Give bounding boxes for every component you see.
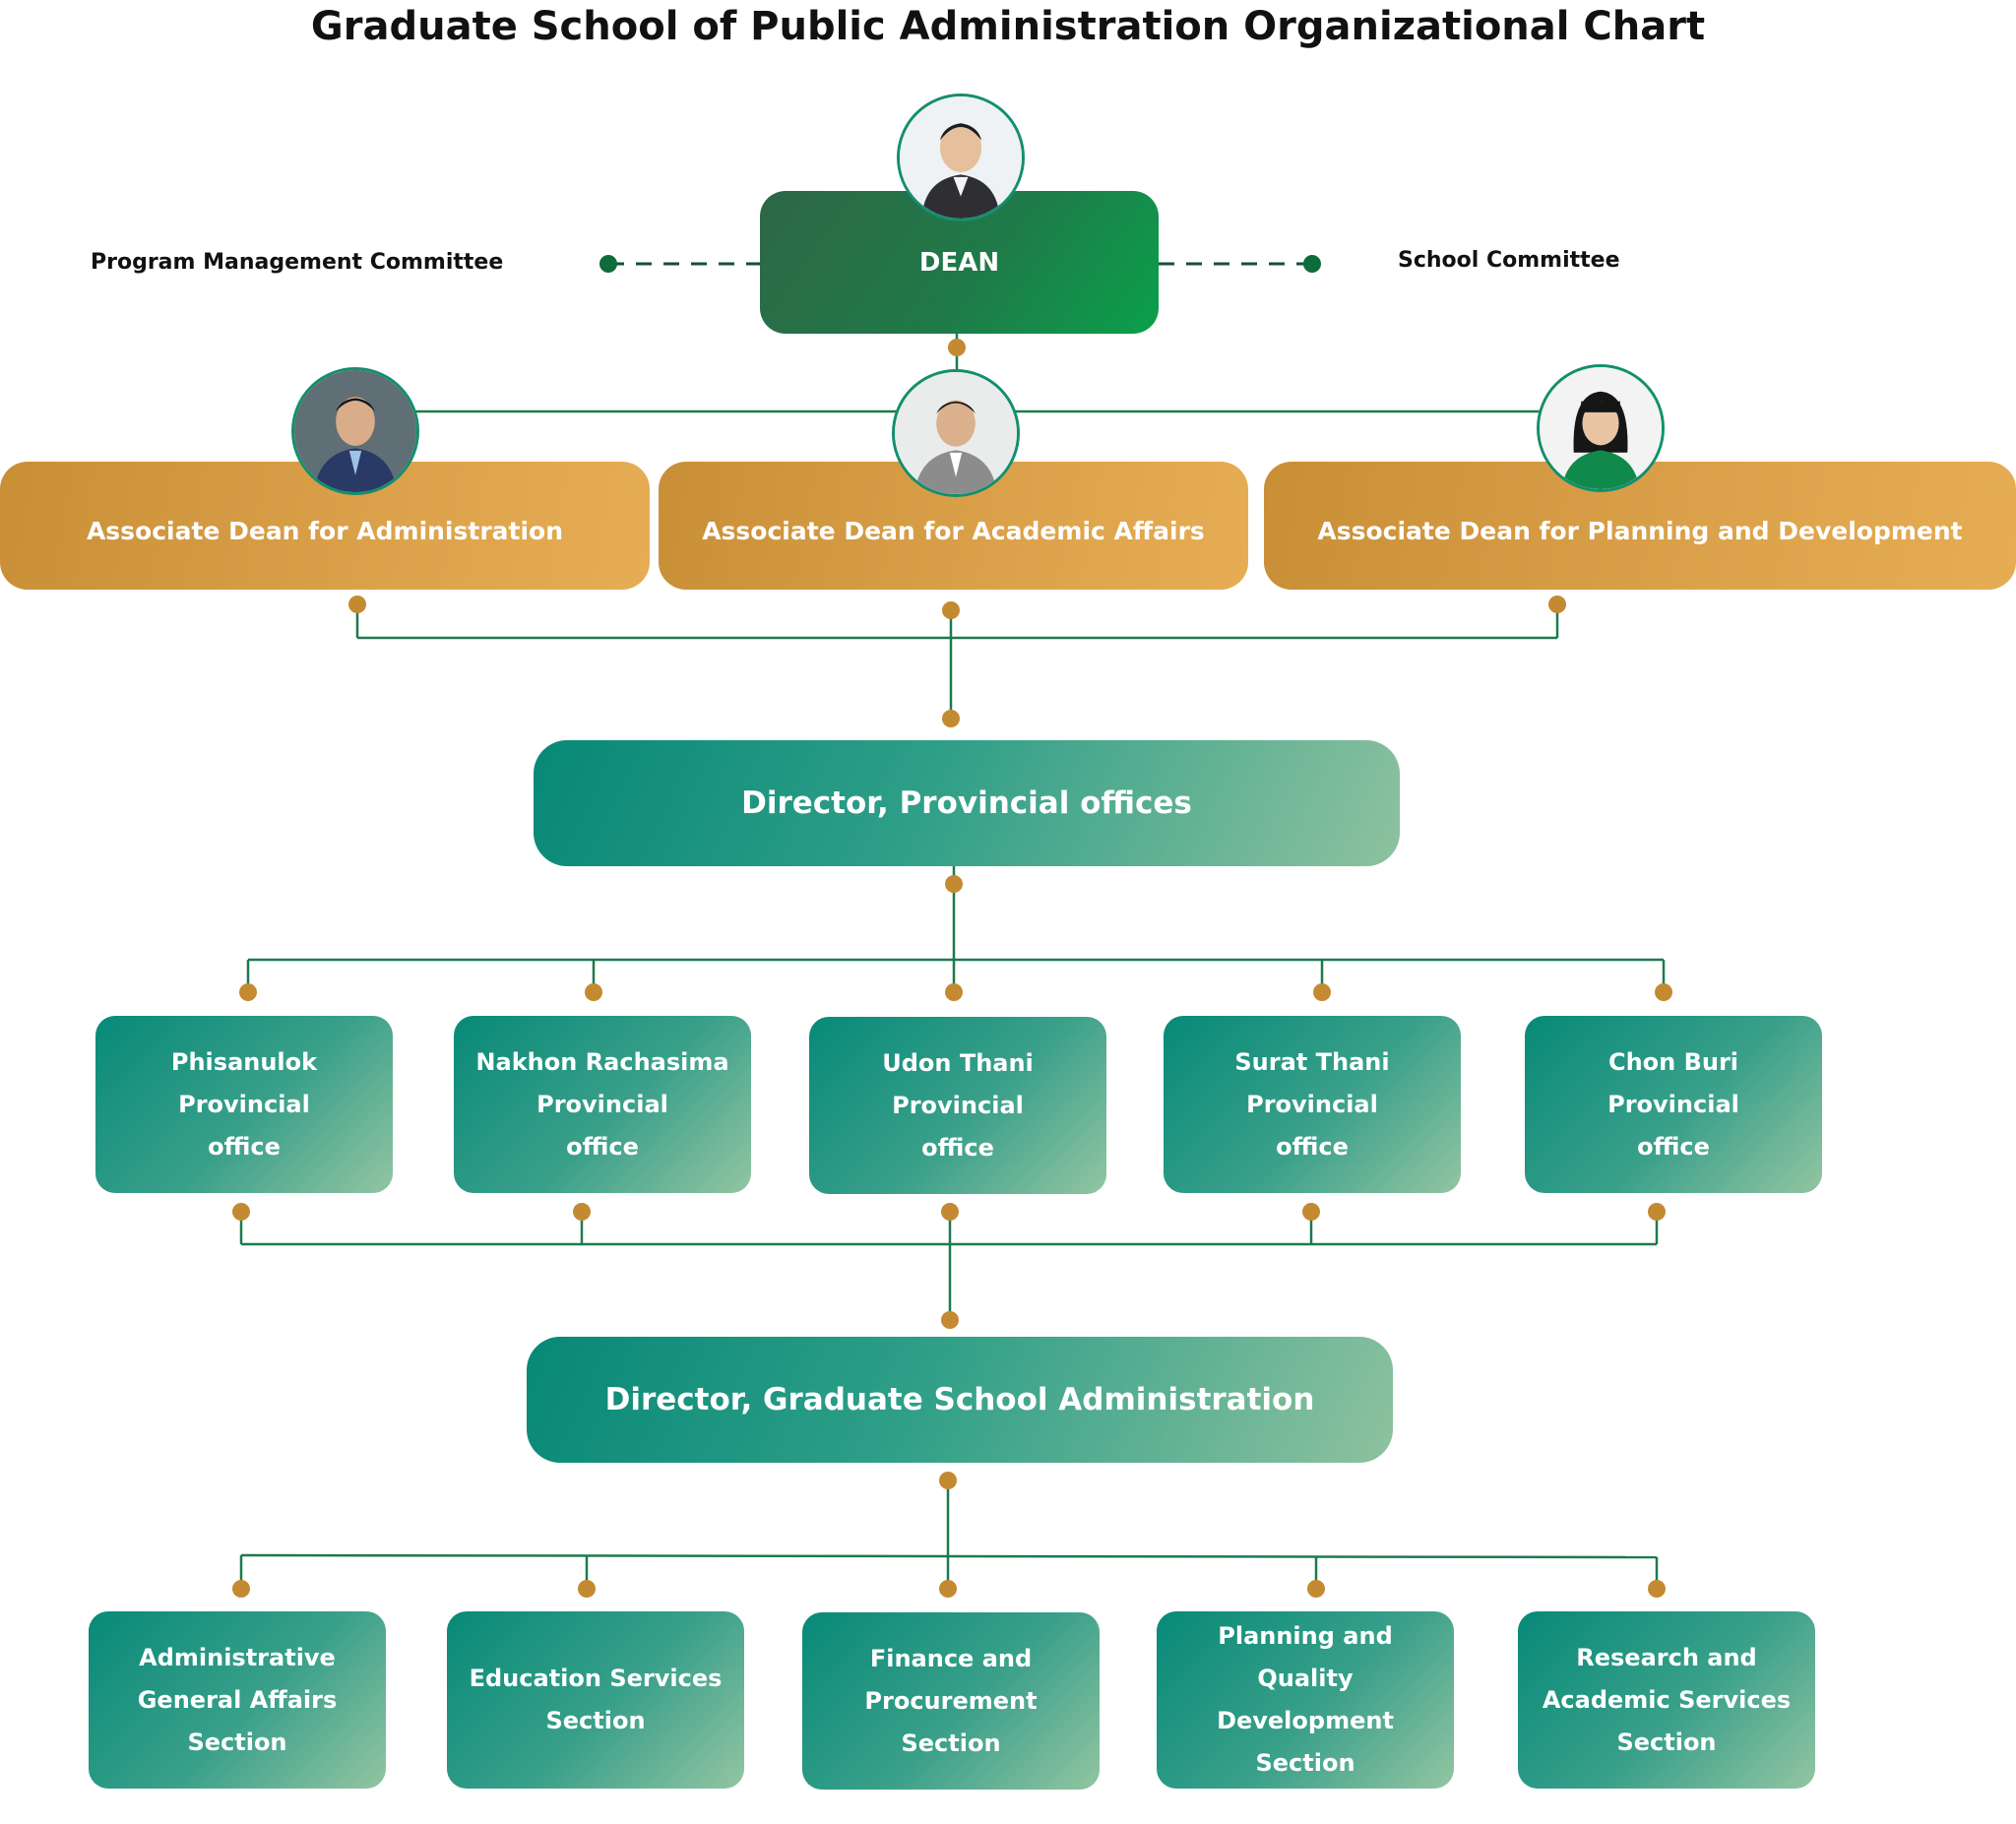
committee-dot-left	[599, 255, 617, 273]
provincial-office-chon-buri: Chon Buri Provincial office	[1525, 1016, 1822, 1193]
section-finance-procurement: Finance and Procurement Section	[802, 1612, 1100, 1790]
section-line: Section	[187, 1728, 287, 1756]
section-line: Development	[1217, 1707, 1394, 1734]
associate-dean-academic-affairs-avatar	[892, 369, 1020, 497]
section-line: Finance and	[869, 1644, 1033, 1672]
section-line: Research and	[1576, 1643, 1757, 1671]
office-line: Provincial	[1607, 1090, 1739, 1118]
page-title: Graduate School of Public Administration…	[310, 4, 1706, 49]
person-icon	[1540, 367, 1662, 489]
associate-dean-administration-label: Associate Dean for Administration	[86, 516, 564, 545]
associate-dean-academic-affairs-label: Associate Dean for Academic Affairs	[702, 516, 1205, 545]
office-name: Nakhon Rachasima	[475, 1047, 729, 1076]
director-provincial-offices-box: Director, Provincial offices	[534, 740, 1400, 866]
office-line: office	[1276, 1132, 1349, 1161]
section-line: Administrative	[139, 1643, 336, 1671]
office-name: Surat Thani	[1234, 1047, 1390, 1076]
section-line: Section	[901, 1729, 1001, 1757]
person-icon	[900, 96, 1022, 219]
office-line: office	[1637, 1132, 1710, 1161]
section-line: Section	[545, 1707, 646, 1734]
section-administrative-general-affairs: Administrative General Affairs Section	[89, 1611, 386, 1789]
section-line: Section	[1255, 1749, 1355, 1777]
section-line: Planning and Quality	[1218, 1622, 1393, 1692]
associate-dean-planning-label: Associate Dean for Planning and Developm…	[1317, 516, 1963, 545]
committee-dot-right	[1303, 255, 1321, 273]
associate-dean-planning-box: Associate Dean for Planning and Developm…	[1264, 462, 2016, 590]
person-icon	[294, 370, 416, 492]
provincial-office-nakhon-rachasima: Nakhon Rachasima Provincial office	[454, 1016, 751, 1193]
person-icon	[895, 372, 1017, 494]
office-name: Phisanulok	[170, 1047, 318, 1076]
director-graduate-school-administration-box: Director, Graduate School Administration	[527, 1337, 1393, 1463]
section-line: Academic Services	[1542, 1685, 1792, 1714]
associate-dean-planning-avatar	[1537, 364, 1665, 492]
dean-photo-avatar	[897, 94, 1025, 221]
provincial-office-surat-thani: Surat Thani Provincial office	[1164, 1016, 1461, 1193]
office-name: Chon Buri	[1607, 1047, 1739, 1076]
office-line: Provincial	[178, 1090, 310, 1118]
office-line: Provincial	[892, 1091, 1024, 1119]
program-management-committee-label: Program Management Committee	[91, 250, 504, 275]
section-planning-quality-development: Planning and Quality Development Section	[1157, 1611, 1454, 1789]
office-name: Udon Thani	[882, 1048, 1034, 1077]
director-provincial-offices-label: Director, Provincial offices	[741, 786, 1192, 821]
dean-label: DEAN	[918, 247, 1000, 278]
associate-dean-administration-box: Associate Dean for Administration	[0, 462, 650, 590]
office-line: office	[566, 1132, 639, 1161]
section-line: Procurement	[864, 1686, 1038, 1715]
provincial-office-udon-thani: Udon Thani Provincial office	[809, 1017, 1106, 1194]
section-research-academic-services: Research and Academic Services Section	[1518, 1611, 1815, 1789]
section-line: Education Services	[469, 1665, 723, 1692]
provincial-office-phisanulok: Phisanulok Provincial office	[95, 1016, 393, 1193]
section-line: Section	[1616, 1728, 1717, 1756]
school-committee-label: School Committee	[1398, 248, 1620, 273]
office-line: office	[921, 1133, 994, 1162]
director-graduate-school-administration-label: Director, Graduate School Administration	[604, 1382, 1315, 1417]
office-line: Provincial	[1246, 1090, 1378, 1118]
section-line: General Affairs	[137, 1685, 338, 1714]
associate-dean-administration-avatar	[291, 367, 419, 495]
office-line: office	[208, 1132, 281, 1161]
section-education-services: Education Services Section	[447, 1611, 744, 1789]
office-line: Provincial	[536, 1090, 668, 1118]
